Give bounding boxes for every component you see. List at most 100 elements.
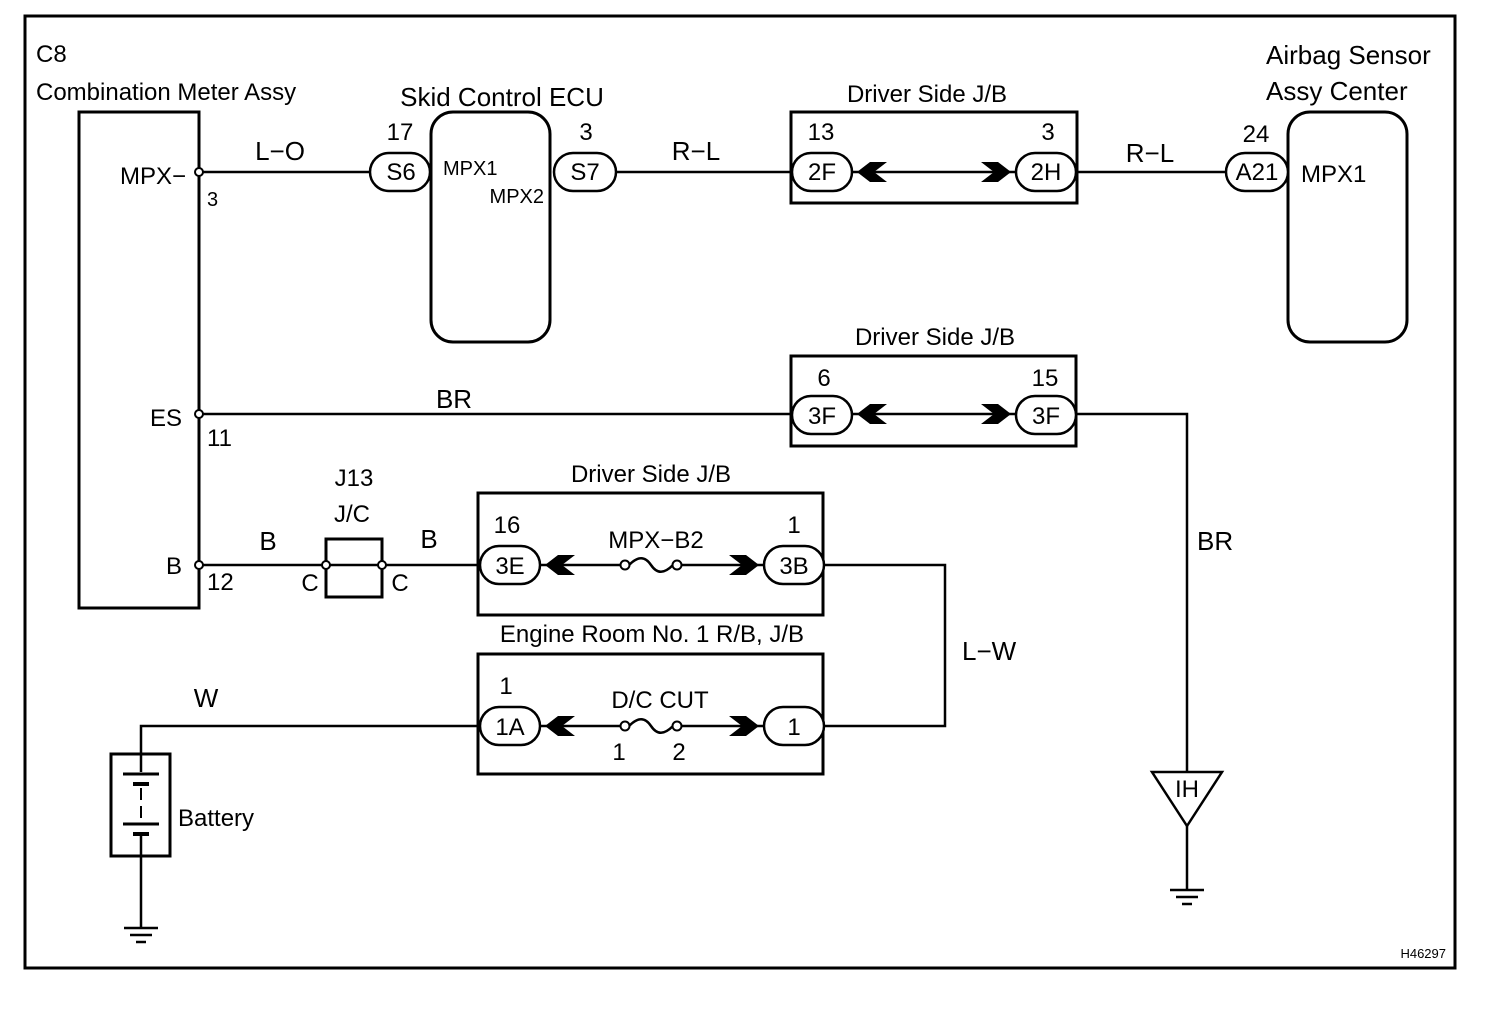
- wire-label-l-w: L−W: [962, 636, 1017, 666]
- jc-code: J13: [335, 465, 374, 492]
- pin-mpx-dot: [194, 167, 204, 177]
- jc-right-dot: [377, 560, 387, 570]
- jc-box: [324, 537, 384, 599]
- fuse-dc-cut-pin2: 2: [672, 739, 685, 766]
- combination-meter: C8 Combination Meter Assy MPX− 3 ES 11 B…: [36, 41, 296, 610]
- airbag-sensor: Airbag Sensor Assy Center 24 A21 MPX1: [1224, 40, 1431, 344]
- airbag-box: [1286, 110, 1409, 344]
- wire-label-w: W: [194, 683, 219, 713]
- connector-3f-left-label: 3F: [808, 403, 836, 430]
- wire-label-br-1: BR: [436, 384, 472, 414]
- jc-left-pin: C: [301, 570, 318, 597]
- connector-1a-label: 1A: [495, 714, 524, 741]
- fuse-dc-cut-pin1: 1: [612, 739, 625, 766]
- connector-s6: [368, 151, 432, 193]
- junction-block-top: Driver Side J/B 13 3 2F 2H: [789, 81, 1079, 205]
- wires: [139, 170, 1226, 928]
- connector-3b-label: 3B: [779, 553, 808, 580]
- fuse-dc-cut-symbol: [628, 718, 674, 734]
- skid-ecu-name: Skid Control ECU: [400, 82, 604, 112]
- fuse-mpx-b2-label: MPX−B2: [608, 527, 703, 554]
- jb-bottom-name: Driver Side J/B: [571, 461, 731, 488]
- connector-2h-label: 2H: [1031, 159, 1062, 186]
- skid-ecu-mpx2: MPX2: [490, 186, 544, 208]
- jb-mid-right-number: 15: [1032, 365, 1059, 392]
- connector-arrow-right: [981, 162, 1011, 182]
- jb-top-left-number: 13: [808, 119, 835, 146]
- combination-meter-name: Combination Meter Assy: [36, 79, 296, 106]
- skid-ecu-pin-in-number: 17: [387, 119, 414, 146]
- skid-ecu-pin-out-number: 3: [579, 119, 592, 146]
- connector-arrow-right: [981, 404, 1011, 424]
- jb-bottom-right-number: 1: [787, 512, 800, 539]
- wire-label-b-1: B: [259, 526, 276, 556]
- connector-3e-label: 3E: [495, 553, 524, 580]
- pin-mpx-number: 3: [207, 189, 218, 211]
- wire-label-br-2: BR: [1197, 526, 1233, 556]
- jb-mid-box: [789, 354, 1078, 448]
- connector-2f-label: 2F: [808, 159, 836, 186]
- skid-control-ecu: Skid Control ECU 17 S6 MPX1 MPX2 3 S7: [368, 82, 618, 344]
- engine-rb-box: [476, 652, 825, 776]
- connector-s6-label: S6: [386, 159, 415, 186]
- diagram-frame: [23, 14, 1457, 970]
- junction-connector-j13: J13 J/C C C: [301, 465, 409, 599]
- wire-label-b-2: B: [420, 524, 437, 554]
- pin-es-label: ES: [150, 405, 182, 432]
- airbag-mpx1-label: MPX1: [1301, 161, 1366, 188]
- connector-a21: [1224, 151, 1290, 193]
- fuse-mpx-b2-symbol: [628, 557, 674, 573]
- reference-code: H46297: [1400, 946, 1446, 961]
- connector-arrow-left: [857, 404, 887, 424]
- wire-label-r-l-2: R−L: [1126, 138, 1174, 168]
- wire-label-r-l-1: R−L: [672, 136, 720, 166]
- connector-arrow-right: [729, 716, 759, 736]
- jb-top-name: Driver Side J/B: [847, 81, 1007, 108]
- ground-icon: [124, 926, 158, 944]
- connector-arrow-left: [545, 555, 575, 575]
- airbag-pin-number: 24: [1243, 121, 1270, 148]
- connector-a21-label: A21: [1236, 159, 1279, 186]
- pin-mpx-label: MPX−: [120, 163, 186, 190]
- airbag-name-line1: Airbag Sensor: [1266, 40, 1431, 70]
- skid-ecu-box: [429, 110, 552, 344]
- jc-name: J/C: [334, 501, 370, 528]
- combination-meter-code: C8: [36, 41, 67, 68]
- battery-label: Battery: [178, 805, 254, 832]
- jb-top-box: [789, 110, 1079, 205]
- jc-right-pin: C: [391, 570, 408, 597]
- ground-point-triangle: [1149, 770, 1225, 829]
- jb-bottom-left-number: 16: [494, 512, 521, 539]
- jb-bottom-box: [476, 491, 825, 617]
- engine-room-relay-block: Engine Room No. 1 R/B, J/B 1 D/C CUT 1A …: [476, 621, 826, 776]
- pin-b-number: 12: [207, 569, 234, 596]
- connector-1-label: 1: [787, 714, 800, 741]
- wire-label-l-o: L−O: [255, 136, 305, 166]
- pin-b-label: B: [166, 553, 182, 580]
- jb-mid-left-number: 6: [817, 365, 830, 392]
- junction-block-middle: Driver Side J/B 6 15 3F 3F: [789, 324, 1078, 448]
- connector-s7-label: S7: [570, 159, 599, 186]
- connector-s7: [552, 151, 618, 193]
- connector-arrow-left: [857, 162, 887, 182]
- ground-icon: [1170, 888, 1204, 906]
- combination-meter-box: [77, 110, 201, 610]
- fuse-dc-cut-label: D/C CUT: [611, 687, 709, 714]
- jc-left-dot: [321, 560, 331, 570]
- ground-point-code: IH: [1175, 776, 1199, 803]
- pin-es-dot: [194, 409, 204, 419]
- junction-block-bottom: Driver Side J/B 16 1 MPX−B2 3E 3B: [476, 461, 826, 617]
- pin-b-dot: [194, 560, 204, 570]
- ground-point-ih: IH: [1149, 770, 1225, 829]
- skid-ecu-mpx1: MPX1: [443, 158, 497, 180]
- jb-mid-name: Driver Side J/B: [855, 324, 1015, 351]
- airbag-name-line2: Assy Center: [1266, 76, 1408, 106]
- engine-rb-name: Engine Room No. 1 R/B, J/B: [500, 621, 804, 648]
- pin-es-number: 11: [207, 425, 232, 452]
- battery: Battery: [109, 752, 254, 858]
- connector-arrow-right: [729, 555, 759, 575]
- engine-rb-left-number: 1: [499, 673, 512, 700]
- jb-top-right-number: 3: [1041, 119, 1054, 146]
- connector-3f-right-label: 3F: [1032, 403, 1060, 430]
